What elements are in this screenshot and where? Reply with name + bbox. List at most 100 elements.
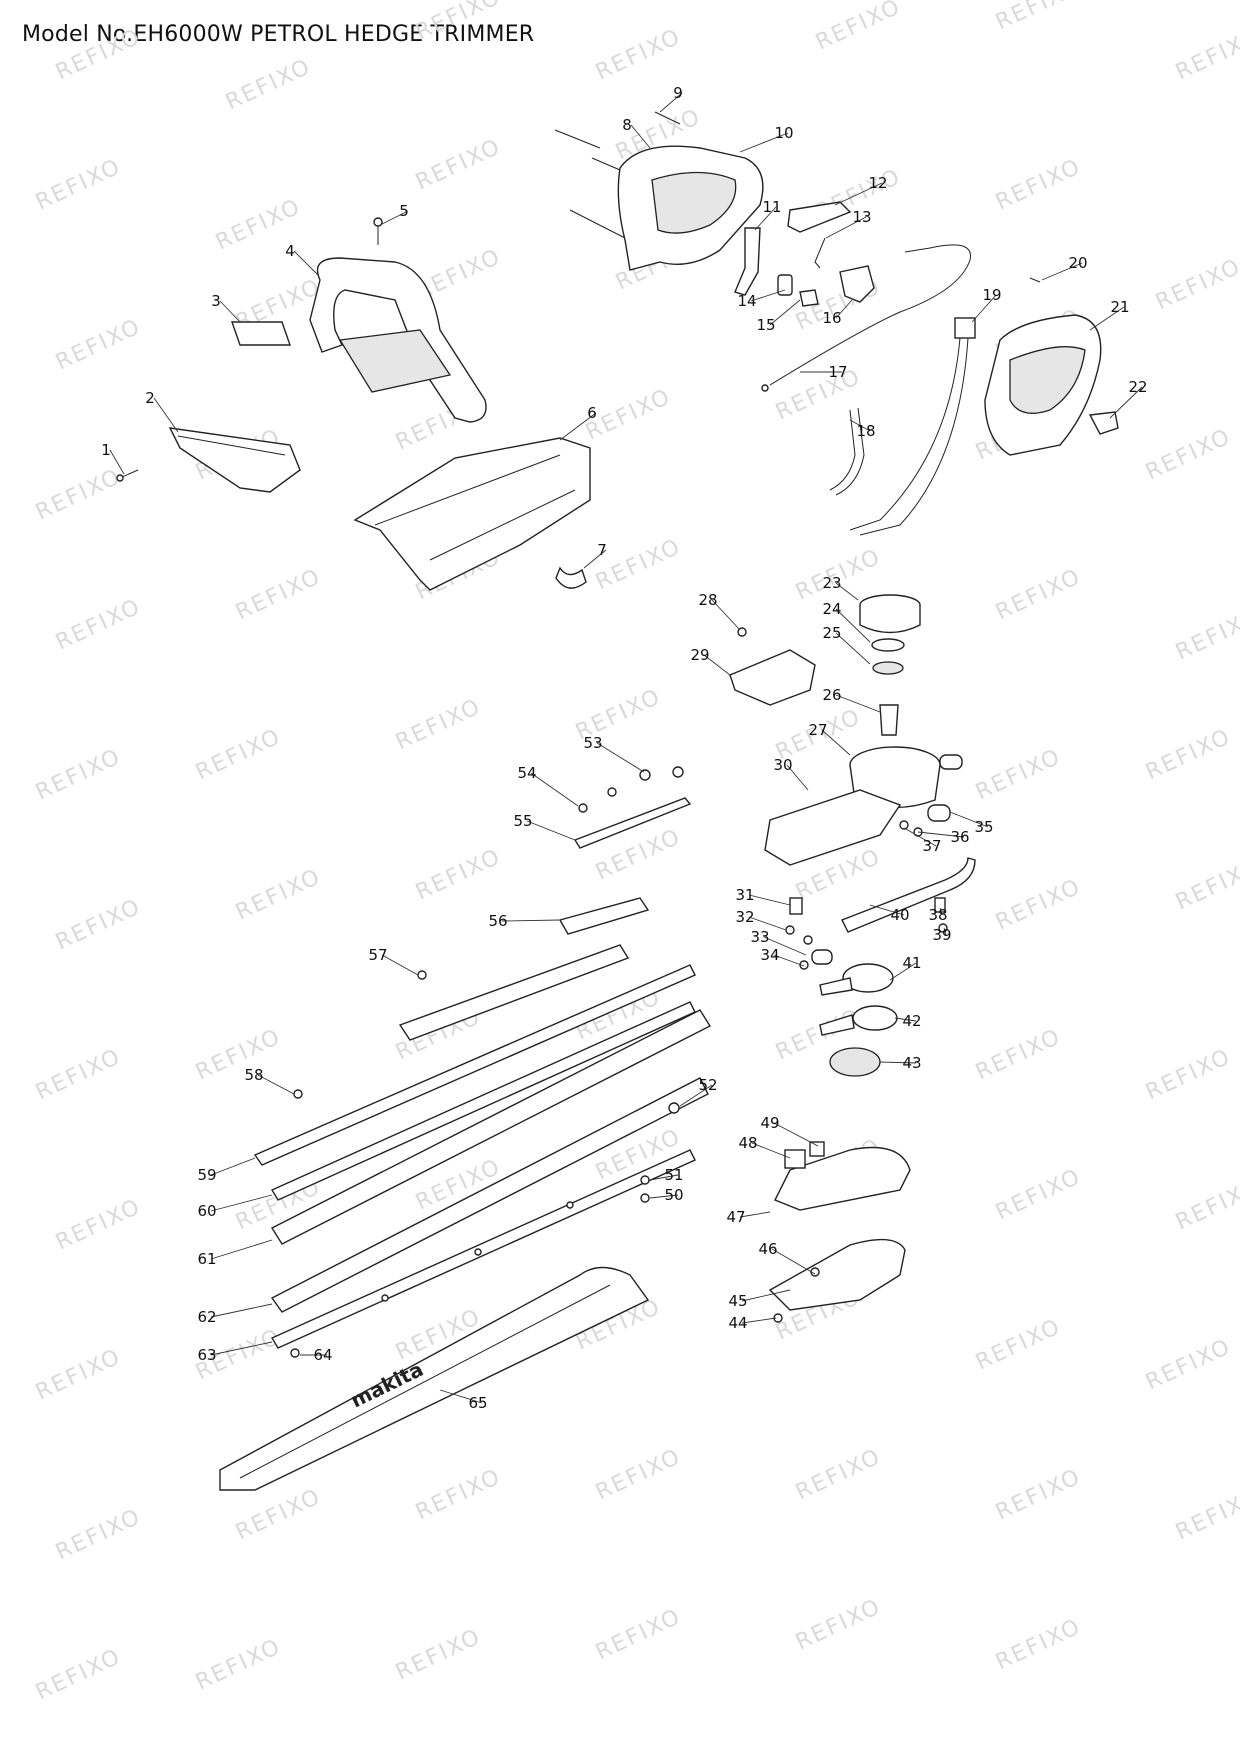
callout-54: 54 bbox=[517, 764, 579, 807]
callout-leader-line bbox=[257, 1074, 295, 1095]
callout-50: 50 bbox=[649, 1186, 684, 1204]
callout-59: 59 bbox=[197, 1157, 256, 1184]
callout-number: 23 bbox=[822, 574, 841, 592]
callout-number: 62 bbox=[197, 1308, 216, 1326]
callout-10: 10 bbox=[739, 124, 794, 153]
callout-number: 2 bbox=[145, 389, 155, 407]
callout-leader-line bbox=[739, 1211, 771, 1218]
callout-63: 63 bbox=[197, 1341, 273, 1364]
watermark-text: REFIXO bbox=[32, 154, 125, 215]
callout-number: 41 bbox=[902, 954, 921, 972]
callout-leader-line bbox=[293, 250, 319, 276]
parts-drawing bbox=[116, 111, 1119, 1491]
callout-60: 60 bbox=[197, 1194, 273, 1220]
watermark-text: REFIXO bbox=[992, 1614, 1085, 1675]
callout-number: 54 bbox=[517, 764, 536, 782]
callout-41: 41 bbox=[889, 954, 922, 981]
callout-number: 30 bbox=[773, 756, 792, 774]
callout-64: 64 bbox=[300, 1346, 333, 1364]
callout-number: 45 bbox=[728, 1292, 747, 1310]
watermark-text: REFIXO bbox=[992, 154, 1085, 215]
callout-49: 49 bbox=[760, 1114, 819, 1147]
watermark-text: REFIXO bbox=[192, 1634, 285, 1695]
watermark-text: REFIXO bbox=[192, 1024, 285, 1085]
watermark-text: REFIXO bbox=[1172, 1484, 1240, 1545]
callout-number: 4 bbox=[285, 242, 295, 260]
callout-leader-line bbox=[1089, 306, 1125, 331]
callout-leader-line bbox=[583, 549, 607, 569]
watermark-text: REFIXO bbox=[1172, 24, 1240, 85]
watermark-text: REFIXO bbox=[772, 364, 865, 425]
callout-number: 25 bbox=[822, 624, 841, 642]
watermark-text: REFIXO bbox=[232, 564, 325, 625]
callout-44: 44 bbox=[728, 1314, 777, 1332]
callout-number: 5 bbox=[399, 202, 409, 220]
callout-17: 17 bbox=[800, 363, 848, 381]
callout-leader-line bbox=[739, 132, 789, 153]
watermark-text: REFIXO bbox=[32, 1044, 125, 1105]
callout-24: 24 bbox=[822, 600, 871, 643]
callout-leader-line bbox=[649, 1174, 679, 1181]
watermark-text: REFIXO bbox=[992, 564, 1085, 625]
watermark-text: REFIXO bbox=[792, 1594, 885, 1655]
callout-34: 34 bbox=[760, 946, 805, 967]
callout-leader-line bbox=[530, 772, 579, 807]
watermark-text: REFIXO bbox=[32, 1344, 125, 1405]
watermark-text: REFIXO bbox=[412, 0, 505, 45]
callout-14: 14 bbox=[737, 289, 786, 310]
callout-53: 53 bbox=[583, 734, 645, 773]
callout-leader-line bbox=[748, 894, 791, 906]
callout-number: 46 bbox=[758, 1240, 777, 1258]
callout-leader-line bbox=[381, 210, 409, 225]
callout-32: 32 bbox=[735, 908, 787, 931]
callout-leader-line bbox=[835, 632, 871, 665]
callout-leader-line bbox=[501, 919, 561, 922]
callout-number: 63 bbox=[197, 1346, 216, 1364]
callout-number: 24 bbox=[822, 600, 841, 618]
callout-33: 33 bbox=[750, 928, 807, 956]
callout-leader-line bbox=[679, 1084, 713, 1107]
callout-20: 20 bbox=[1041, 254, 1088, 281]
callout-number: 39 bbox=[932, 926, 951, 944]
watermark-text: REFIXO bbox=[412, 1464, 505, 1525]
callout-56: 56 bbox=[488, 912, 561, 930]
callout-46: 46 bbox=[758, 1240, 816, 1275]
callout-leader-line bbox=[849, 419, 871, 432]
callout-leader-line bbox=[889, 962, 917, 981]
callout-31: 31 bbox=[735, 886, 791, 906]
callout-51: 51 bbox=[649, 1166, 684, 1184]
callout-3: 3 bbox=[211, 292, 241, 323]
callout-12: 12 bbox=[834, 174, 888, 206]
callout-number: 29 bbox=[690, 646, 709, 664]
callout-number: 15 bbox=[756, 316, 775, 334]
callout-36: 36 bbox=[917, 828, 970, 846]
callout-leader-line bbox=[219, 300, 241, 323]
callout-leader-line bbox=[917, 831, 965, 838]
callout-leader-line bbox=[773, 1122, 819, 1147]
callout-leader-line bbox=[210, 1303, 273, 1318]
callout-42: 42 bbox=[894, 1012, 922, 1030]
callout-leader-line bbox=[786, 764, 809, 791]
callout-39: 39 bbox=[932, 926, 951, 944]
callout-number: 36 bbox=[950, 828, 969, 846]
callout-number: 27 bbox=[808, 721, 827, 739]
callout-62: 62 bbox=[197, 1303, 273, 1326]
watermark-text: REFIXO bbox=[1142, 1334, 1235, 1395]
callout-number: 22 bbox=[1128, 378, 1147, 396]
watermark-text: REFIXO bbox=[972, 744, 1065, 805]
watermark-text: REFIXO bbox=[52, 1194, 145, 1255]
callout-number: 52 bbox=[698, 1076, 717, 1094]
callout-19: 19 bbox=[971, 286, 1002, 323]
watermark-text: REFIXO bbox=[222, 54, 315, 115]
watermark-text: REFIXO bbox=[232, 864, 325, 925]
callout-number: 61 bbox=[197, 1250, 216, 1268]
callout-leader-line bbox=[879, 1061, 917, 1064]
callout-number: 10 bbox=[774, 124, 793, 142]
callout-number: 3 bbox=[211, 292, 221, 310]
callout-29: 29 bbox=[690, 646, 731, 676]
callout-number: 6 bbox=[587, 404, 597, 422]
callout-number: 21 bbox=[1110, 298, 1129, 316]
callout-leader-line bbox=[741, 1289, 791, 1302]
watermark-text: REFIXO bbox=[992, 1164, 1085, 1225]
watermark-text: REFIXO bbox=[812, 0, 905, 55]
